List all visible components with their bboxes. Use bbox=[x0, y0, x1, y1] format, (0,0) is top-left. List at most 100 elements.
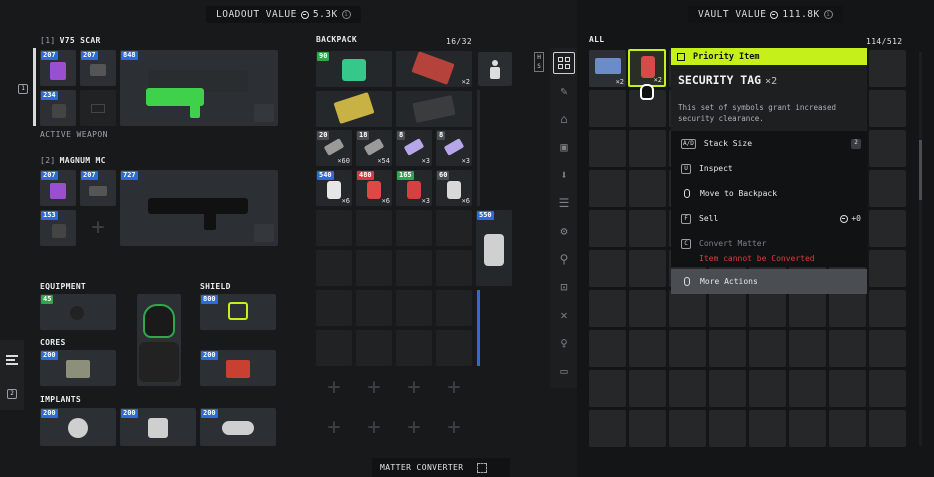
skin-icon[interactable] bbox=[254, 224, 274, 242]
category-target-icon[interactable]: ⊡ bbox=[560, 280, 568, 294]
category-list-icon[interactable]: ☰ bbox=[558, 196, 570, 210]
vault-empty-slot[interactable] bbox=[589, 410, 626, 447]
vault-empty-slot[interactable] bbox=[629, 370, 666, 407]
vault-empty-slot[interactable] bbox=[589, 250, 626, 287]
vault-empty-slot[interactable] bbox=[669, 410, 706, 447]
backpack-item[interactable]: 18×54 bbox=[356, 130, 392, 166]
vault-empty-slot[interactable] bbox=[589, 210, 626, 247]
vault-empty-slot[interactable] bbox=[869, 330, 906, 367]
menu-sell[interactable]: F Sell +0 bbox=[671, 206, 867, 231]
backpack-item[interactable]: 480×6 bbox=[356, 170, 392, 206]
vault-empty-slot[interactable] bbox=[669, 290, 706, 327]
matter-converter-bar[interactable]: MATTER CONVERTER bbox=[372, 458, 510, 477]
category-chip-icon[interactable]: ⚙ bbox=[560, 224, 568, 238]
vault-empty-slot[interactable] bbox=[629, 170, 666, 207]
menu-more-actions[interactable]: More Actions bbox=[671, 269, 867, 294]
vault-empty-slot[interactable] bbox=[629, 290, 666, 327]
backpack-item[interactable]: 90 bbox=[316, 51, 392, 87]
vault-empty-slot[interactable] bbox=[749, 370, 786, 407]
backpack-item[interactable] bbox=[396, 91, 472, 127]
weapon1-slot[interactable]: 848 bbox=[120, 50, 278, 126]
vault-empty-slot[interactable] bbox=[709, 370, 746, 407]
weapon1-empty-slot[interactable] bbox=[80, 90, 116, 126]
vault-empty-slot[interactable] bbox=[629, 410, 666, 447]
backpack-empty-slot[interactable] bbox=[356, 330, 392, 366]
backpack-empty-slot[interactable] bbox=[436, 290, 472, 326]
shield-slot[interactable]: 800 bbox=[200, 294, 276, 330]
vault-empty-slot[interactable] bbox=[589, 170, 626, 207]
expand-icon[interactable] bbox=[477, 462, 488, 473]
weapon2-mod-slot[interactable]: 207 bbox=[40, 170, 76, 206]
vault-empty-slot[interactable] bbox=[869, 290, 906, 327]
category-pencil-icon[interactable]: ✎ bbox=[560, 84, 568, 98]
vault-empty-slot[interactable] bbox=[789, 290, 826, 327]
vault-empty-slot[interactable] bbox=[789, 410, 826, 447]
vault-empty-slot[interactable] bbox=[709, 330, 746, 367]
menu-list-icon[interactable] bbox=[6, 355, 18, 367]
info-icon[interactable]: i bbox=[823, 10, 833, 19]
backpack-item[interactable]: 8×3 bbox=[436, 130, 472, 166]
vault-empty-slot[interactable] bbox=[869, 370, 906, 407]
backpack-item[interactable] bbox=[316, 91, 392, 127]
vault-empty-slot[interactable] bbox=[629, 330, 666, 367]
implant-slot[interactable]: 200 bbox=[200, 408, 276, 446]
vault-empty-slot[interactable] bbox=[709, 410, 746, 447]
weapon2-mod-slot[interactable]: 207 bbox=[80, 170, 116, 206]
category-card-icon[interactable]: ▭ bbox=[560, 364, 568, 378]
skin-icon[interactable] bbox=[254, 104, 274, 122]
category-armor-icon[interactable]: ⌂ bbox=[560, 112, 568, 126]
drone-slot[interactable]: 550 bbox=[476, 210, 512, 286]
backpack-empty-slot[interactable] bbox=[356, 210, 392, 246]
backpack-empty-slot[interactable] bbox=[436, 250, 472, 286]
equipment-slot[interactable]: 45 bbox=[40, 294, 116, 330]
implant-slot[interactable]: 200 bbox=[40, 408, 116, 446]
backpack-item[interactable]: 60×6 bbox=[436, 170, 472, 206]
vault-empty-slot[interactable] bbox=[709, 290, 746, 327]
vault-empty-slot[interactable] bbox=[749, 330, 786, 367]
category-download-icon[interactable]: ⬇ bbox=[560, 168, 568, 182]
backpack-scroll-indicator[interactable] bbox=[477, 290, 480, 366]
backpack-empty-slot[interactable] bbox=[316, 250, 352, 286]
backpack-item[interactable]: 8×3 bbox=[396, 130, 432, 166]
core-slot[interactable]: 200 bbox=[40, 350, 116, 386]
vault-empty-slot[interactable] bbox=[749, 410, 786, 447]
vault-empty-slot[interactable] bbox=[589, 370, 626, 407]
vault-empty-slot[interactable] bbox=[669, 330, 706, 367]
vault-empty-slot[interactable] bbox=[829, 330, 866, 367]
backpack-empty-slot[interactable] bbox=[436, 330, 472, 366]
vault-item-security-tag[interactable]: ×2 bbox=[628, 49, 666, 87]
backpack-empty-slot[interactable] bbox=[316, 210, 352, 246]
vault-empty-slot[interactable] bbox=[829, 290, 866, 327]
weapon2-mod-slot[interactable]: 153 bbox=[40, 210, 76, 246]
vault-empty-slot[interactable] bbox=[749, 290, 786, 327]
backpack-empty-slot[interactable] bbox=[396, 330, 432, 366]
vault-empty-slot[interactable] bbox=[669, 370, 706, 407]
vault-empty-slot[interactable] bbox=[589, 130, 626, 167]
menu-convert-matter[interactable]: C Convert Matter bbox=[671, 231, 867, 267]
backpack-empty-slot[interactable] bbox=[436, 210, 472, 246]
category-figure-icon[interactable]: ⚲ bbox=[559, 252, 569, 266]
vault-empty-slot[interactable] bbox=[589, 330, 626, 367]
menu-stack-size[interactable]: A/D Stack Size 2 bbox=[671, 131, 867, 156]
vault-empty-slot[interactable] bbox=[829, 410, 866, 447]
menu-inspect[interactable]: U Inspect bbox=[671, 156, 867, 181]
weapon2-slot[interactable]: 727 bbox=[120, 170, 278, 246]
vault-empty-slot[interactable] bbox=[869, 130, 906, 167]
vault-empty-slot[interactable] bbox=[869, 90, 906, 127]
vault-empty-slot[interactable] bbox=[629, 250, 666, 287]
menu-move-to-backpack[interactable]: Move to Backpack bbox=[671, 181, 867, 206]
backpack-item[interactable]: 540×6 bbox=[316, 170, 352, 206]
vault-empty-slot[interactable] bbox=[869, 210, 906, 247]
core-slot[interactable]: 200 bbox=[200, 350, 276, 386]
weapon1-mod-slot[interactable]: 207 bbox=[40, 50, 76, 86]
vault-empty-slot[interactable] bbox=[589, 290, 626, 327]
backpack-hs-tab[interactable]: H S bbox=[534, 52, 544, 72]
vault-empty-slot[interactable] bbox=[869, 170, 906, 207]
vault-item-battery[interactable]: ×2 bbox=[589, 50, 626, 87]
category-cross-box-icon[interactable]: ✕ bbox=[560, 308, 568, 322]
backpack-empty-slot[interactable] bbox=[316, 330, 352, 366]
info-icon[interactable]: i bbox=[341, 10, 351, 19]
backpack-item[interactable]: ×2 bbox=[396, 51, 472, 87]
weapon1-mod-slot[interactable]: 234 bbox=[40, 90, 76, 126]
backpack-empty-slot[interactable] bbox=[316, 290, 352, 326]
